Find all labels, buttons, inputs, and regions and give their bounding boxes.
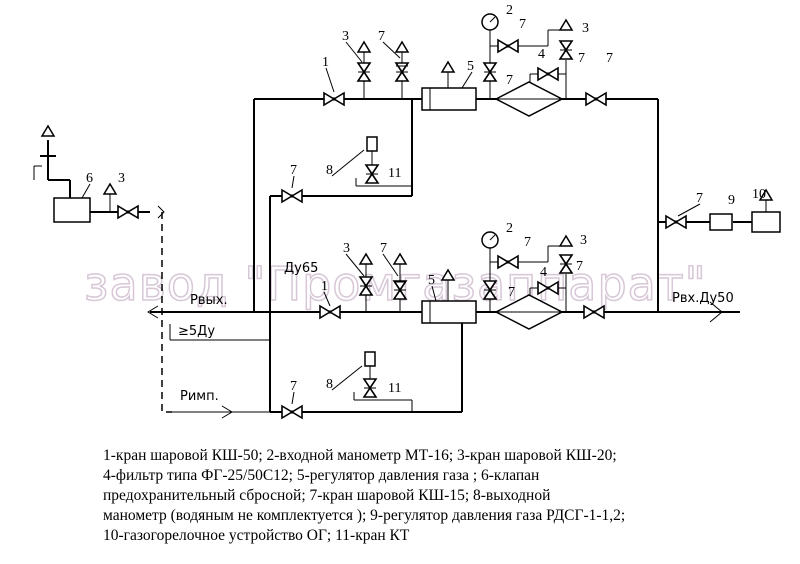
callout-3-upper-r: 3 xyxy=(582,21,589,36)
legend-line-1: 1-кран шаровой КШ-50; 2-входной манометр… xyxy=(103,447,617,464)
callout-7-lower-f: 7 xyxy=(508,285,515,300)
valve-7-aux-icon xyxy=(665,215,687,229)
callout-6: 6 xyxy=(86,171,93,186)
callout-7-upper: 7 xyxy=(378,29,385,44)
callout-7-bypass-upper: 7 xyxy=(290,163,297,178)
callout-5-upper: 5 xyxy=(467,59,474,74)
valve-1-upper-icon xyxy=(323,92,345,106)
callout-7-upper-g: 7 xyxy=(519,17,526,32)
legend-line-3: предохранительный сбросной; 7-кран шаров… xyxy=(103,487,551,504)
regulator-5-lower xyxy=(421,300,477,324)
callout-3-lower: 3 xyxy=(343,241,350,256)
label-p-imp: Римп. xyxy=(180,389,219,404)
callout-7-aux: 7 xyxy=(696,191,703,206)
manometer-8-lower-icon xyxy=(364,351,376,367)
legend-line-4: манометр (водяным не комплектуется ); 9-… xyxy=(103,507,626,524)
inlet-arrow-icon xyxy=(709,301,723,323)
callout-3-relief: 3 xyxy=(118,171,125,186)
regulator-5-upper xyxy=(421,87,477,111)
callout-7-lower: 7 xyxy=(380,241,387,256)
callout-8-lower: 8 xyxy=(326,377,333,392)
label-distance: ≥5Ду xyxy=(178,324,215,339)
legend-line-5: 10-газогорелочное устройство ОГ; 11-кран… xyxy=(103,527,410,544)
callout-3-lower-r: 3 xyxy=(580,233,587,248)
callout-3-upper: 3 xyxy=(342,29,349,44)
outlet-arrow-icon xyxy=(147,305,159,319)
watermark-text: завод "Промгазаппарат" xyxy=(84,257,707,311)
valve-1-upper-inlet-icon xyxy=(585,92,607,106)
callout-7-upper-f: 7 xyxy=(506,73,513,88)
legend-line-2: 4-фильтр типа ФГ-25/50С12; 5-регулятор д… xyxy=(103,467,540,484)
callout-7-upper-r: 7 xyxy=(578,51,585,66)
callout-9: 9 xyxy=(728,193,735,208)
legend: 1-кран шаровой КШ-50; 2-входной манометр… xyxy=(103,446,763,546)
callout-7-lower-g: 7 xyxy=(524,235,531,250)
impulse-line-dashed xyxy=(161,212,172,413)
label-dn-out: Ду65 xyxy=(284,261,318,276)
label-p-out: Рвых. xyxy=(190,293,228,308)
callout-4-lower: 4 xyxy=(540,265,547,280)
callout-7-bypass-lower: 7 xyxy=(290,379,297,394)
burner-10 xyxy=(751,211,781,233)
pipeline xyxy=(150,98,752,413)
callout-7-lower-r: 7 xyxy=(576,259,583,274)
callout-2-upper: 2 xyxy=(506,3,513,18)
callout-1-upper: 1 xyxy=(322,55,329,70)
manometer-8-upper-icon xyxy=(366,136,378,152)
gas-regulator-schematic: завод "Промгазаппарат" xyxy=(33,3,781,419)
callout-2-lower: 2 xyxy=(506,221,513,236)
label-p-in: Рвх.Ду50 xyxy=(672,291,734,306)
impulse-arrow-icon xyxy=(157,205,165,219)
regulator-9 xyxy=(709,213,733,231)
callout-11-lower: 11 xyxy=(388,381,401,396)
callout-5-lower: 5 xyxy=(428,273,435,288)
relief-valve-6 xyxy=(33,125,150,223)
callout-11-upper: 11 xyxy=(388,166,401,181)
leader-lines xyxy=(81,41,701,405)
callout-4-upper: 4 xyxy=(538,47,545,62)
callout-8-upper: 8 xyxy=(326,163,333,178)
callout-1-lower: 1 xyxy=(321,279,328,294)
callout-10: 10 xyxy=(752,187,766,202)
callout-7-upper-in: 7 xyxy=(606,51,613,66)
